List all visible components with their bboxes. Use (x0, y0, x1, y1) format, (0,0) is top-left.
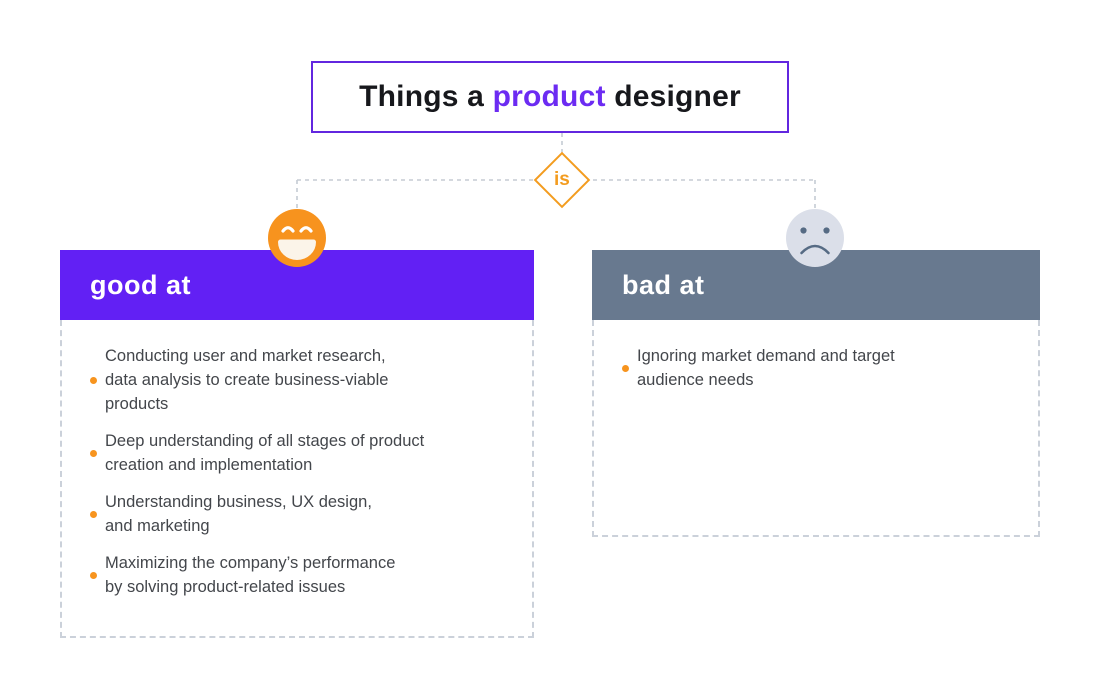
sad-right-eye (823, 227, 830, 234)
list-item-text: Conducting user and market research, dat… (105, 347, 389, 413)
title-text-highlight: product (492, 80, 606, 113)
good-at-panel: good at Conducting user and market resea… (60, 250, 534, 638)
list-item: Ignoring market demand and target audien… (622, 344, 1030, 392)
list-item-text: Understanding business, UX design, and m… (105, 493, 372, 535)
smiley-face-icon (268, 209, 326, 267)
bullet-dot-icon (90, 510, 97, 518)
bullet-dot-icon (90, 449, 97, 457)
good-at-header-label: good at (90, 269, 191, 300)
smiley-right-eye (299, 226, 313, 233)
list-item-text: Deep understanding of all stages of prod… (105, 432, 425, 474)
title-box: Things a product designer (311, 61, 789, 133)
good-at-list: Conducting user and market research, dat… (60, 320, 534, 638)
list-item: Conducting user and market research, dat… (90, 344, 524, 416)
list-item-text: Maximizing the company’s performance by … (105, 554, 396, 596)
smiley-mouth (278, 239, 316, 260)
bullet-dot-icon (90, 376, 97, 384)
list-item: Maximizing the company’s performance by … (90, 551, 524, 599)
bullet-dot-icon (90, 571, 97, 579)
bad-at-list: Ignoring market demand and target audien… (592, 320, 1040, 537)
list-item: Deep understanding of all stages of prod… (90, 429, 524, 477)
sad-left-eye (800, 227, 807, 234)
list-item-text: Ignoring market demand and target audien… (637, 347, 895, 389)
title-text-suffix: designer (605, 80, 741, 113)
is-connector-label: is (554, 168, 570, 190)
bad-at-header-label: bad at (622, 269, 705, 300)
list-item: Understanding business, UX design, and m… (90, 490, 524, 538)
bad-at-panel: bad at Ignoring market demand and target… (592, 250, 1040, 537)
title-text-prefix: Things a (359, 80, 493, 113)
sad-face-circle (786, 209, 844, 267)
smiley-left-eye (281, 226, 295, 233)
sad-mouth (800, 244, 830, 255)
sad-face-icon (786, 209, 844, 267)
bullet-dot-icon (622, 364, 629, 372)
